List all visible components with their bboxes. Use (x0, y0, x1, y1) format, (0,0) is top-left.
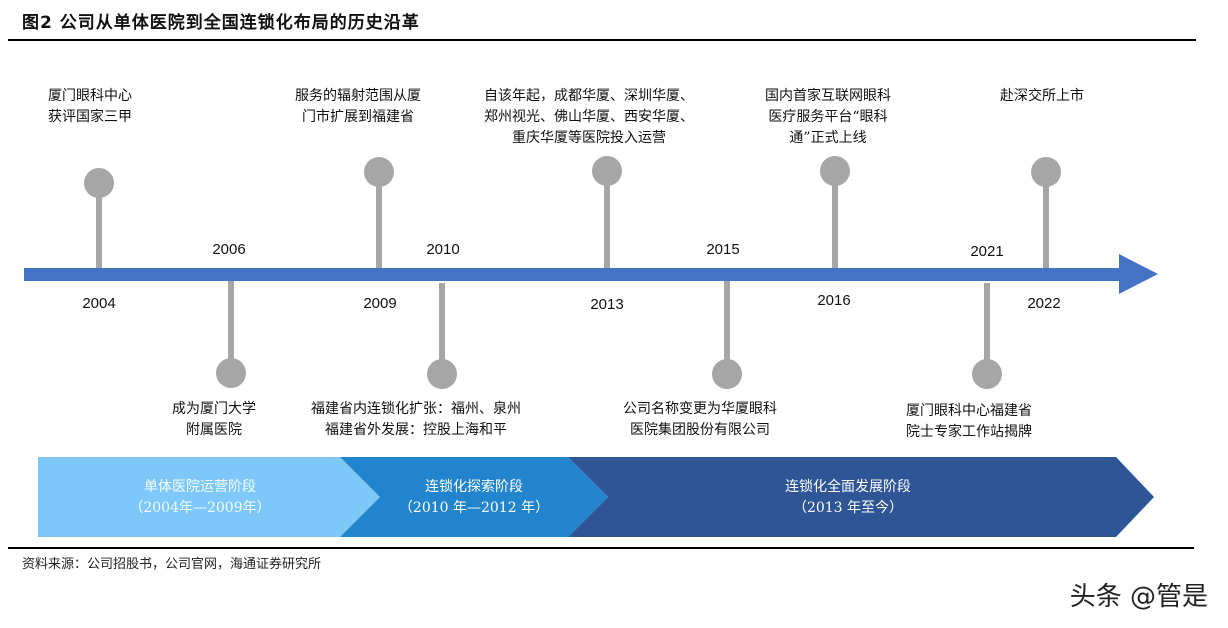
event-2013-text: 自该年起，成都华厦、深圳华厦、 郑州视光、佛山华厦、西安华厦、 重庆华厦等医院投… (484, 88, 694, 146)
event-2009-text: 服务的辐射范围从厦 门市扩展到福建省 (295, 88, 421, 125)
phase-2-label: 连锁化探索阶段 （2010 年—2012 年） (398, 479, 550, 516)
year-label-2015: 2015 (706, 241, 740, 258)
year-label-2016: 2016 (817, 292, 851, 309)
event-2006-text: 成为厦门大学 附属医院 (172, 401, 256, 438)
event-2015-text: 公司名称变更为华厦眼科 医院集团股份有限公司 (623, 401, 777, 438)
timeline-arrowhead (1119, 254, 1158, 294)
top-divider (8, 39, 1196, 41)
phase-2-chevron (340, 457, 608, 537)
bottom-divider (8, 547, 1194, 549)
phase-3-label: 连锁化全面发展阶段 （2013 年至今） (785, 479, 911, 516)
phase-1-label: 单体医院运营阶段 （2004年—2009年） (129, 479, 271, 516)
year-label-2021: 2021 (970, 243, 1004, 260)
year-label-2004: 2004 (82, 295, 116, 312)
figure-title: 图2 公司从单体医院到全国连锁化布局的历史沿革 (22, 13, 420, 33)
timeline-axis (24, 268, 1120, 281)
year-label-2009: 2009 (363, 295, 397, 312)
phase-1-chevron (38, 457, 380, 537)
year-label-2022: 2022 (1027, 295, 1061, 312)
event-2021-text: 厦门眼科中心福建省 院士专家工作站揭牌 (906, 403, 1032, 440)
source-note: 资料来源：公司招股书，公司官网，海通证券研究所 (22, 557, 322, 572)
year-label-2010: 2010 (426, 241, 460, 258)
phase-3-chevron (568, 457, 1154, 537)
event-2022-text: 赴深交所上市 (1000, 88, 1084, 104)
event-2016-text: 国内首家互联网眼科 医疗服务平台“眼科 通”正式上线 (765, 88, 891, 146)
event-2010-text: 福建省内连锁化扩张：福州、泉州 福建省外发展：控股上海和平 (311, 401, 521, 438)
event-2004-text: 厦门眼科中心 获评国家三甲 (48, 88, 132, 125)
watermark: 头条 @管是 (1069, 582, 1208, 612)
year-label-2006: 2006 (212, 241, 246, 258)
event-markers (84, 156, 1061, 389)
year-label-2013: 2013 (590, 296, 624, 313)
